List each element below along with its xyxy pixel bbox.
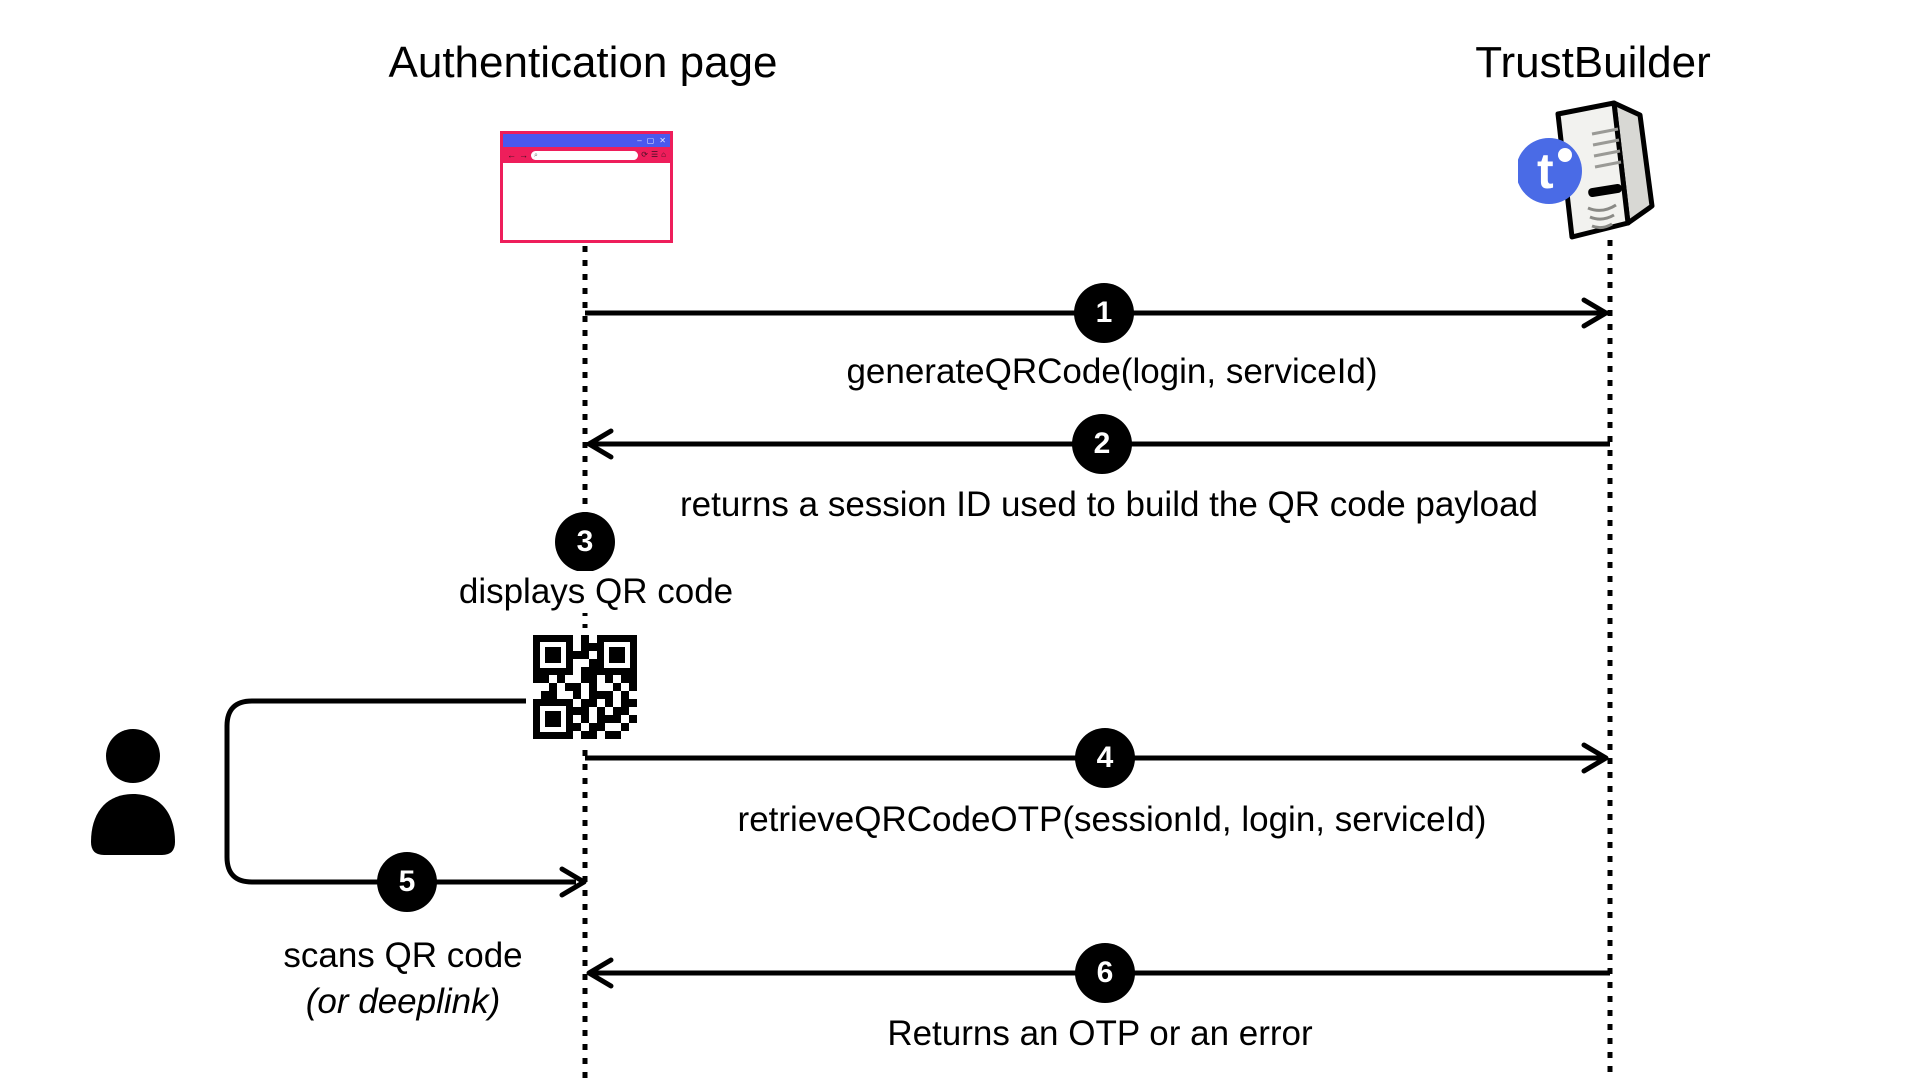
arrowhead-step-5 <box>559 866 587 898</box>
step-5-label: scans QR code <box>275 935 531 977</box>
qr-finder-top-right <box>597 635 637 675</box>
qr-code <box>533 635 637 739</box>
connector-step-5 <box>224 698 576 885</box>
minimize-icon: – <box>637 135 642 145</box>
person-icon <box>91 729 175 855</box>
step-6-label: Returns an OTP or an error <box>879 1013 1321 1055</box>
participant-title-trustbuilder: TrustBuilder <box>1475 38 1711 87</box>
step-6-badge: 6 <box>1075 943 1135 1003</box>
maximize-icon: ▢ <box>646 135 655 145</box>
step-3-badge: 3 <box>555 512 615 572</box>
step-1-badge: 1 <box>1074 283 1134 343</box>
arrowhead-step-1 <box>1581 297 1609 329</box>
step-2-label: returns a session ID used to build the Q… <box>672 484 1546 526</box>
forward-icon: → <box>519 149 528 160</box>
arrowhead-step-4 <box>1581 742 1609 774</box>
home-icon: ⌂ <box>661 150 666 159</box>
server-vents <box>1591 127 1622 169</box>
participant-title-authentication-page: Authentication page <box>388 38 778 87</box>
menu-icon: ☰ <box>650 150 659 159</box>
search-icon: ⌕ <box>534 151 538 159</box>
step-1-label: generateQRCode(login, serviceId) <box>838 351 1386 393</box>
server-drive-slot <box>1588 183 1622 198</box>
trustbuilder-server-icon: t <box>1518 100 1655 240</box>
step-5-badge: 5 <box>377 852 437 912</box>
browser-window-icon: – ▢ ✕ ← → ⌕ ⟳ ☰ ⌂ <box>500 131 673 243</box>
step-5-sublabel: (or deeplink) <box>297 981 509 1023</box>
back-icon: ← <box>507 149 516 160</box>
step-4-label: retrieveQRCodeOTP(sessionId, login, serv… <box>729 799 1495 841</box>
address-bar: ⌕ <box>531 150 639 160</box>
trustbuilder-logo-dot <box>1558 148 1572 162</box>
trustbuilder-logo-letter: t <box>1537 143 1554 199</box>
arrowhead-step-2 <box>586 428 614 460</box>
step-3-label: displays QR code <box>450 571 742 613</box>
server-speaker-lines <box>1587 203 1617 230</box>
qr-finder-bottom-left <box>533 699 573 739</box>
step-2-badge: 2 <box>1072 414 1132 474</box>
arrowhead-step-6 <box>586 957 614 989</box>
qr-finder-top-left <box>533 635 573 675</box>
browser-titlebar: – ▢ ✕ <box>503 134 670 147</box>
qr-code-cells <box>533 635 637 739</box>
browser-viewport <box>503 163 670 240</box>
close-icon: ✕ <box>659 135 666 145</box>
step-4-badge: 4 <box>1075 728 1135 788</box>
browser-toolbar: ← → ⌕ ⟳ ☰ ⌂ <box>503 147 670 163</box>
refresh-icon: ⟳ <box>641 150 648 159</box>
